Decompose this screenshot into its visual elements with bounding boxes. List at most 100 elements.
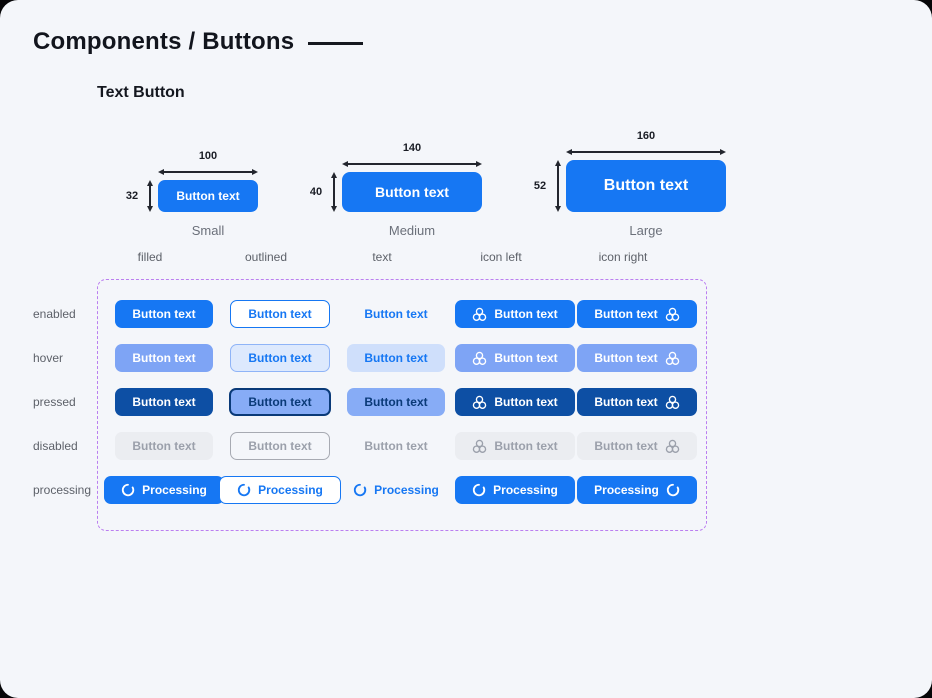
button-label: Button text bbox=[248, 395, 312, 409]
button-label: Button text bbox=[375, 184, 449, 200]
button-icon-left-pressed[interactable]: Button text bbox=[455, 388, 575, 416]
row-label-pressed: pressed bbox=[33, 395, 76, 409]
button-label: Button text bbox=[364, 307, 428, 321]
button-filled-enabled[interactable]: Button text bbox=[115, 300, 213, 328]
button-label: Button text bbox=[594, 351, 658, 365]
button-icon-right-processing[interactable]: Processing bbox=[577, 476, 697, 504]
size-name: Medium bbox=[388, 223, 436, 238]
button-label: Button text bbox=[364, 395, 428, 409]
button-label: Button text bbox=[494, 351, 558, 365]
width-dimension-arrow bbox=[158, 169, 258, 175]
button-label: Button text bbox=[494, 439, 558, 453]
cluster-icon bbox=[665, 307, 679, 321]
button-icon-right-disabled[interactable]: Button text bbox=[577, 432, 697, 460]
button-label: Button text bbox=[494, 307, 558, 321]
button-icon-right-pressed[interactable]: Button text bbox=[577, 388, 697, 416]
width-dimension-arrow bbox=[566, 149, 726, 155]
button-icon-left-enabled[interactable]: Button text bbox=[455, 300, 575, 328]
button-icon-right-enabled[interactable]: Button text bbox=[577, 300, 697, 328]
button-state-matrix: filled outlined text icon left icon righ… bbox=[33, 250, 707, 531]
column-header-text: text bbox=[372, 250, 392, 264]
button-outlined-processing[interactable]: Processing bbox=[219, 476, 341, 504]
button-label: Button text bbox=[176, 189, 240, 203]
button-text-hover[interactable]: Button text bbox=[347, 344, 445, 372]
height-dimension-arrow bbox=[555, 160, 561, 212]
spinner-icon bbox=[666, 483, 680, 497]
spinner-icon bbox=[473, 483, 486, 497]
button-label: Button text bbox=[594, 307, 658, 321]
button-filled-hover[interactable]: Button text bbox=[115, 344, 213, 372]
button-label: Button text bbox=[603, 177, 689, 194]
cluster-icon bbox=[473, 307, 487, 321]
button-outlined-hover[interactable]: Button text bbox=[230, 344, 330, 372]
height-dimension-arrow bbox=[147, 180, 153, 212]
row-label-disabled: disabled bbox=[33, 439, 78, 453]
button-label: Button text bbox=[248, 351, 312, 365]
medium-button[interactable]: Button text bbox=[342, 172, 482, 212]
button-outlined-disabled[interactable]: Button text bbox=[230, 432, 330, 460]
button-label: Processing bbox=[493, 483, 558, 497]
button-label: Button text bbox=[364, 439, 428, 453]
spinner-icon bbox=[122, 483, 135, 497]
matrix-column-headers: filled outlined text icon left icon righ… bbox=[98, 250, 707, 264]
size-name: Small bbox=[191, 223, 225, 238]
button-filled-disabled[interactable]: Button text bbox=[115, 432, 213, 460]
cluster-icon bbox=[665, 395, 679, 409]
button-outlined-enabled[interactable]: Button text bbox=[230, 300, 330, 328]
button-icon-left-disabled[interactable]: Button text bbox=[455, 432, 575, 460]
button-icon-left-hover[interactable]: Button text bbox=[455, 344, 575, 372]
button-label: Processing bbox=[374, 483, 439, 497]
row-label-hover: hover bbox=[33, 351, 64, 365]
button-filled-pressed[interactable]: Button text bbox=[115, 388, 213, 416]
size-samples: 100 32 Button text Small 140 40 Button t… bbox=[122, 128, 726, 238]
matrix-body: enabled hover pressed disabled processin… bbox=[33, 279, 707, 531]
button-filled-processing[interactable]: Processing bbox=[104, 476, 224, 504]
section-title: Text Button bbox=[97, 84, 185, 101]
size-sample-large: 160 52 Button text Large bbox=[530, 128, 726, 238]
button-label: Processing bbox=[594, 483, 659, 497]
button-text-processing[interactable]: Processing bbox=[336, 476, 456, 504]
cluster-icon bbox=[473, 395, 487, 409]
button-label: Button text bbox=[248, 307, 312, 321]
button-label: Button text bbox=[594, 395, 658, 409]
button-label: Processing bbox=[142, 483, 207, 497]
button-text-disabled[interactable]: Button text bbox=[347, 432, 444, 460]
spinner-icon bbox=[238, 483, 251, 497]
page-title-text: Components / Buttons bbox=[33, 28, 295, 55]
column-header-icon-left: icon left bbox=[480, 250, 522, 264]
button-label: Button text bbox=[594, 439, 658, 453]
cluster-icon bbox=[473, 439, 487, 453]
column-header-filled: filled bbox=[137, 250, 163, 264]
button-label: Processing bbox=[258, 483, 323, 497]
cluster-icon bbox=[665, 351, 679, 365]
button-text-enabled[interactable]: Button text bbox=[347, 300, 444, 328]
page-title: Components / Buttons bbox=[33, 28, 364, 56]
matrix-row-labels: enabled hover pressed disabled processin… bbox=[33, 279, 97, 531]
matrix-grid: Button text Button text Button text Butt… bbox=[104, 300, 697, 504]
button-icon-right-hover[interactable]: Button text bbox=[577, 344, 697, 372]
button-label: Button text bbox=[248, 439, 312, 453]
height-dimension-arrow bbox=[331, 172, 337, 212]
width-dimension-label: 100 bbox=[198, 150, 218, 162]
button-label: Button text bbox=[132, 439, 196, 453]
row-label-processing: processing bbox=[33, 483, 92, 497]
size-name: Large bbox=[629, 223, 663, 238]
column-header-icon-right: icon right bbox=[598, 250, 648, 264]
button-icon-left-processing[interactable]: Processing bbox=[455, 476, 575, 504]
button-outlined-pressed[interactable]: Button text bbox=[229, 388, 331, 416]
small-button[interactable]: Button text bbox=[158, 180, 258, 212]
button-label: Button text bbox=[132, 307, 196, 321]
large-button[interactable]: Button text bbox=[566, 160, 726, 212]
column-header-outlined: outlined bbox=[244, 250, 288, 264]
spinner-icon bbox=[354, 483, 367, 497]
height-dimension-label: 52 bbox=[533, 180, 547, 192]
height-dimension-label: 32 bbox=[125, 190, 139, 202]
button-text-pressed[interactable]: Button text bbox=[347, 388, 445, 416]
width-dimension-arrow bbox=[342, 161, 482, 167]
height-dimension-label: 40 bbox=[309, 186, 323, 198]
button-label: Button text bbox=[132, 351, 196, 365]
cluster-icon bbox=[473, 351, 487, 365]
size-sample-medium: 140 40 Button text Medium bbox=[306, 140, 482, 238]
width-dimension-label: 140 bbox=[402, 142, 422, 154]
